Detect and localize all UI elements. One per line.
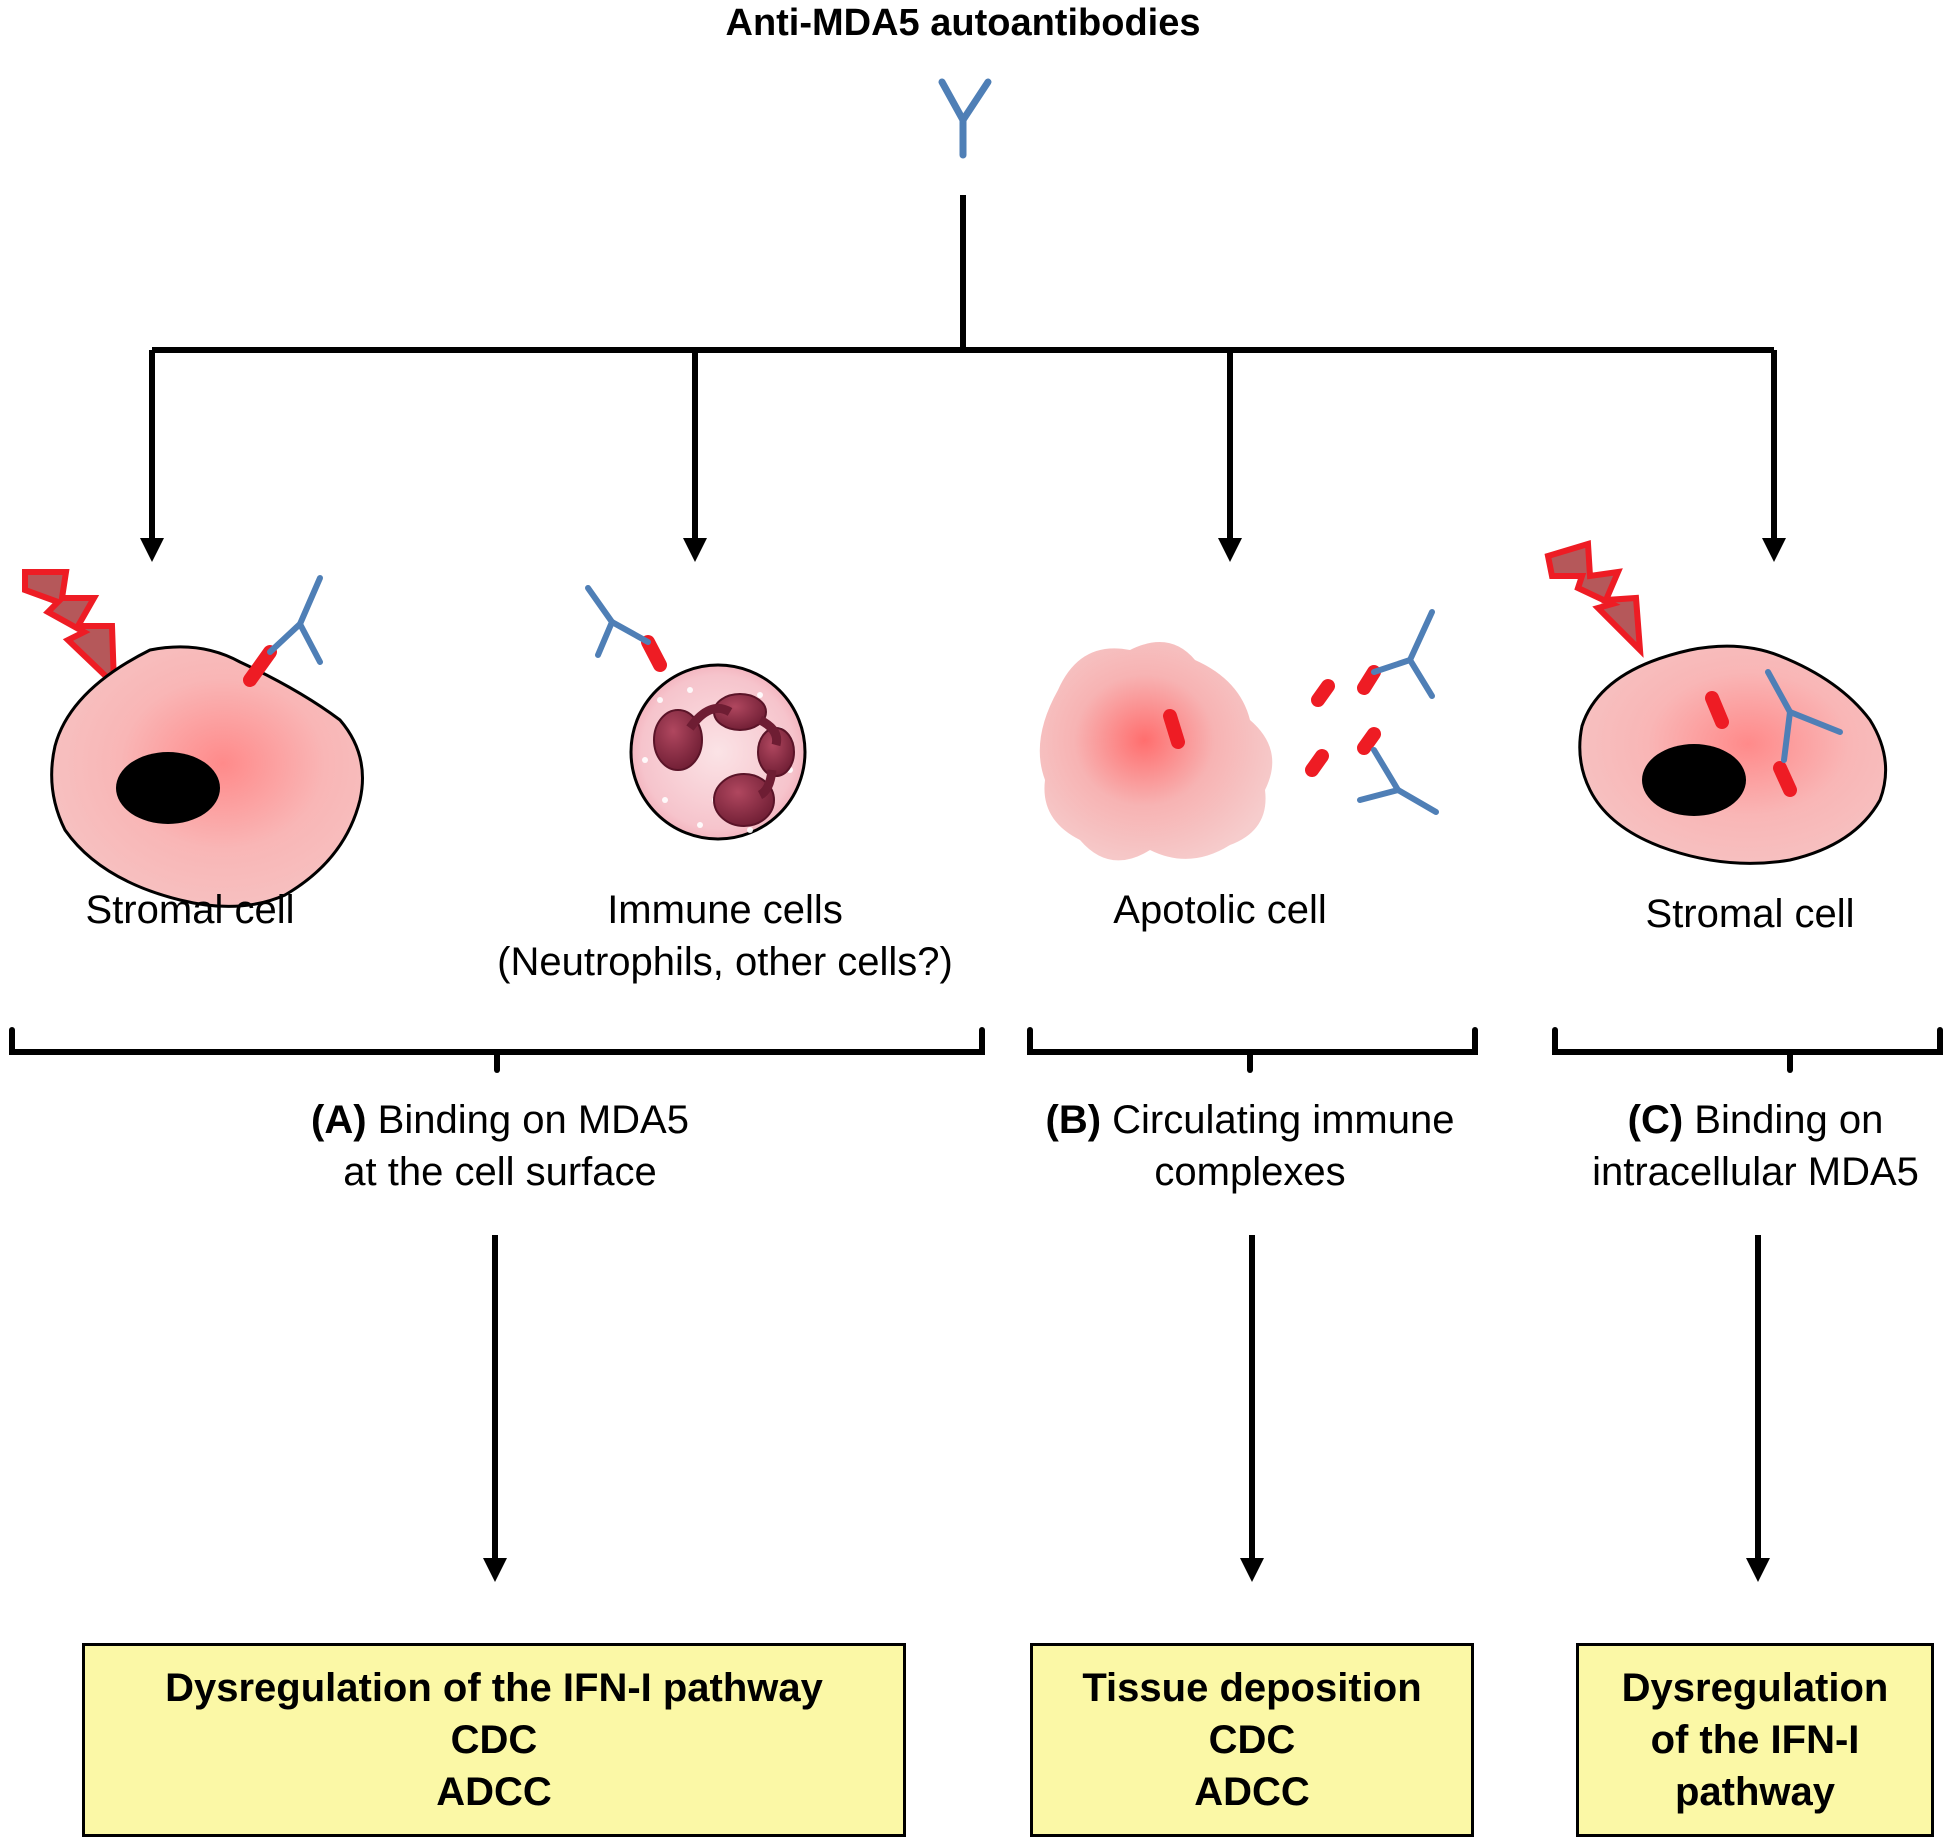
outcome-c-line2: of the IFN-I (1650, 1718, 1860, 1762)
diagram-title: Anti-MDA5 autoantibodies (725, 2, 1201, 44)
group-label-a: (A) Binding on MDA5 at the cell surface (210, 1094, 790, 1198)
group-label-c: (C) Binding on intracellular MDA5 (1568, 1094, 1943, 1198)
stromal-cell-2 (1544, 540, 1888, 865)
apoptotic-cell (1039, 609, 1439, 861)
neutrophil-granules (642, 687, 793, 833)
antigen-mda5-3d (1357, 665, 1381, 695)
outcome-c-line1: Dysregulation (1621, 1666, 1889, 1710)
arrowhead-1 (140, 538, 164, 562)
cell-label-stromal-2: Stromal cell (1645, 892, 1855, 936)
group-c-line2: intracellular MDA5 (1592, 1150, 1919, 1194)
group-letter-b: (B) (1045, 1098, 1102, 1142)
antigen-mda5-1 (243, 645, 277, 687)
outcome-box-a: Dysregulation of the IFN-I pathway CDC A… (82, 1643, 906, 1837)
branch-connectors (149, 195, 1777, 540)
lightning-icon-1 (22, 569, 118, 692)
antigen-mda5-3a (1163, 709, 1185, 749)
outcome-box-b: Tissue deposition CDC ADCC (1030, 1643, 1474, 1837)
apoptotic-cell-body (1039, 642, 1273, 861)
antibody-icon-2 (585, 585, 651, 658)
group-a-line2: at the cell surface (343, 1150, 657, 1194)
outcome-arrowheads (483, 1558, 1770, 1582)
nucleus-1 (116, 752, 220, 824)
cell-label-immune-line1: Immune cells (607, 888, 843, 932)
antigen-mda5-3c (1305, 749, 1329, 777)
top-antibody-icon (938, 78, 992, 159)
cell-label-apoptotic: Apotolic cell (1113, 888, 1327, 932)
antibody-icon-3b (1357, 747, 1439, 815)
outcome-b-line2: CDC (1208, 1718, 1296, 1762)
bracket-c (1552, 1027, 1943, 1073)
group-b-line2: complexes (1154, 1150, 1346, 1194)
group-letter-a: (A) (311, 1098, 367, 1142)
bracket-a (9, 1027, 985, 1073)
group-a-line1: Binding on MDA5 (366, 1098, 689, 1142)
outcome-a-line1: Dysregulation of the IFN-I pathway (165, 1666, 823, 1710)
arrowhead-3 (1218, 538, 1242, 562)
outcome-box-c: Dysregulation of the IFN-I pathway (1576, 1643, 1934, 1837)
stromal-cell-1 (22, 569, 364, 908)
outcome-b-line1: Tissue deposition (1082, 1666, 1422, 1710)
outcome-a-line2: CDC (450, 1718, 538, 1762)
group-b-line1: Circulating immune (1101, 1098, 1455, 1142)
outcome-c-line3: pathway (1674, 1770, 1836, 1814)
antigen-mda5-3b (1311, 679, 1335, 707)
outcome-a-line3: ADCC (436, 1770, 552, 1814)
group-c-line1: Binding on (1683, 1098, 1884, 1142)
arrowhead-c (1746, 1558, 1770, 1582)
arrowhead-2 (683, 538, 707, 562)
group-letter-c: (C) (1627, 1098, 1684, 1142)
arrowhead-4 (1762, 538, 1786, 562)
antigen-mda5-3e (1357, 727, 1381, 755)
antigen-mda5-4b (1773, 761, 1797, 797)
neutrophil-cell (585, 585, 807, 841)
arrowhead-a (483, 1558, 507, 1582)
branch-arrowheads (140, 538, 1786, 562)
bracket-b (1027, 1027, 1478, 1073)
nucleus-2 (1642, 744, 1746, 816)
cell-label-stromal-1: Stromal cell (85, 888, 295, 932)
stromal-cell-body-2 (1578, 644, 1888, 865)
cell-label-immune-line2: (Neutrophils, other cells?) (497, 940, 953, 984)
neutrophil-nucleus-lobes (653, 693, 795, 827)
antibody-icon-4 (1765, 669, 1843, 763)
group-label-b: (B) Circulating immune complexes (1000, 1094, 1500, 1198)
antibody-icon-3a (1371, 609, 1435, 699)
arrowhead-b (1240, 1558, 1264, 1582)
outcome-b-line3: ADCC (1194, 1770, 1310, 1814)
antibody-icon-1 (267, 575, 323, 665)
outcome-arrows (492, 1235, 1761, 1560)
antigen-mda5-4a (1705, 691, 1729, 729)
cell-label-immune: Immune cells (Neutrophils, other cells?) (445, 884, 1005, 988)
antigen-mda5-2 (641, 635, 667, 672)
lightning-icon-2 (1544, 540, 1644, 658)
